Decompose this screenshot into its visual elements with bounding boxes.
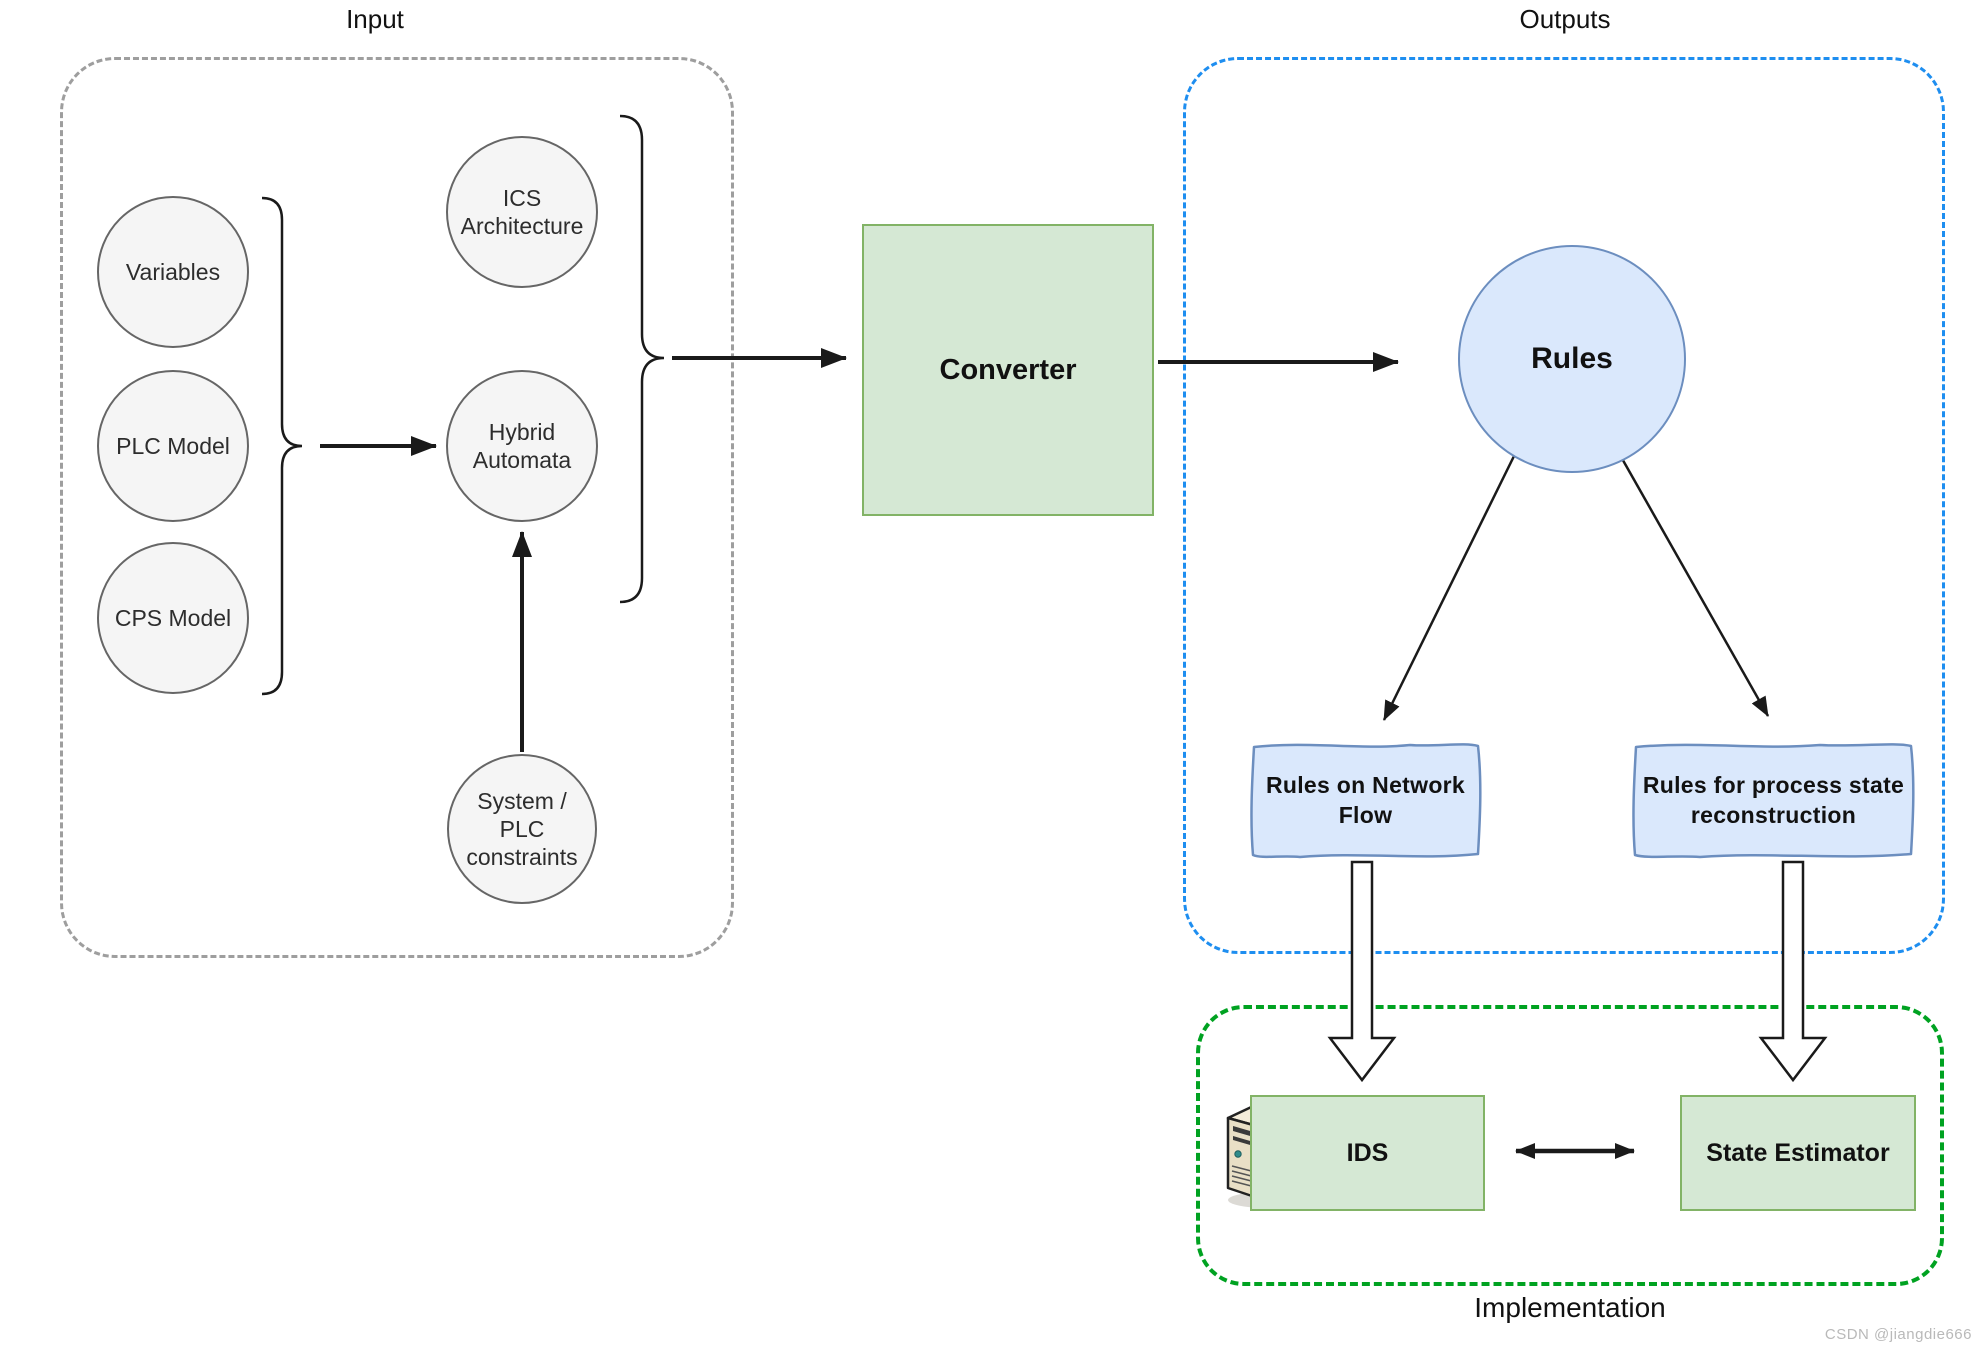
node-ids: IDS xyxy=(1250,1095,1485,1211)
node-rules-network-flow-label: Rules on Network Flow xyxy=(1265,771,1466,828)
node-ics-architecture-label: ICS Architecture xyxy=(460,184,584,239)
node-rules: Rules xyxy=(1458,245,1686,473)
node-plc-model-label: PLC Model xyxy=(116,432,230,459)
node-rules-process-state-label: Rules for process state reconstruction xyxy=(1642,771,1905,828)
outputs-section-box xyxy=(1183,57,1945,954)
node-cps-model: CPS Model xyxy=(97,542,249,694)
input-section-box xyxy=(60,57,734,958)
converter-box: Converter xyxy=(862,224,1154,516)
node-rules-label: Rules xyxy=(1531,342,1613,375)
node-state-estimator: State Estimator xyxy=(1680,1095,1916,1211)
node-rules-process-state: Rules for process state reconstruction xyxy=(1632,743,1915,858)
converter-label: Converter xyxy=(939,353,1077,386)
implementation-section-box xyxy=(1196,1005,1944,1286)
node-hybrid-automata: Hybrid Automata xyxy=(446,370,598,522)
node-system-plc-constraints: System / PLC constraints xyxy=(447,754,597,904)
node-system-plc-constraints-label: System / PLC constraints xyxy=(466,787,578,871)
csdn-watermark: CSDN @jiangdie666 xyxy=(1824,1326,1972,1343)
node-variables-label: Variables xyxy=(125,258,221,285)
node-ids-label: IDS xyxy=(1346,1138,1389,1167)
implementation-section-title: Implementation xyxy=(1474,1292,1666,1323)
node-state-estimator-label: State Estimator xyxy=(1706,1138,1890,1167)
node-rules-network-flow: Rules on Network Flow xyxy=(1250,743,1481,858)
node-cps-model-label: CPS Model xyxy=(114,604,232,631)
input-section-title: Input xyxy=(346,4,404,34)
node-ics-architecture: ICS Architecture xyxy=(446,136,598,288)
node-variables: Variables xyxy=(97,196,249,348)
node-hybrid-automata-label: Hybrid Automata xyxy=(472,418,572,473)
outputs-section-title: Outputs xyxy=(1519,4,1611,34)
node-plc-model: PLC Model xyxy=(97,370,249,522)
